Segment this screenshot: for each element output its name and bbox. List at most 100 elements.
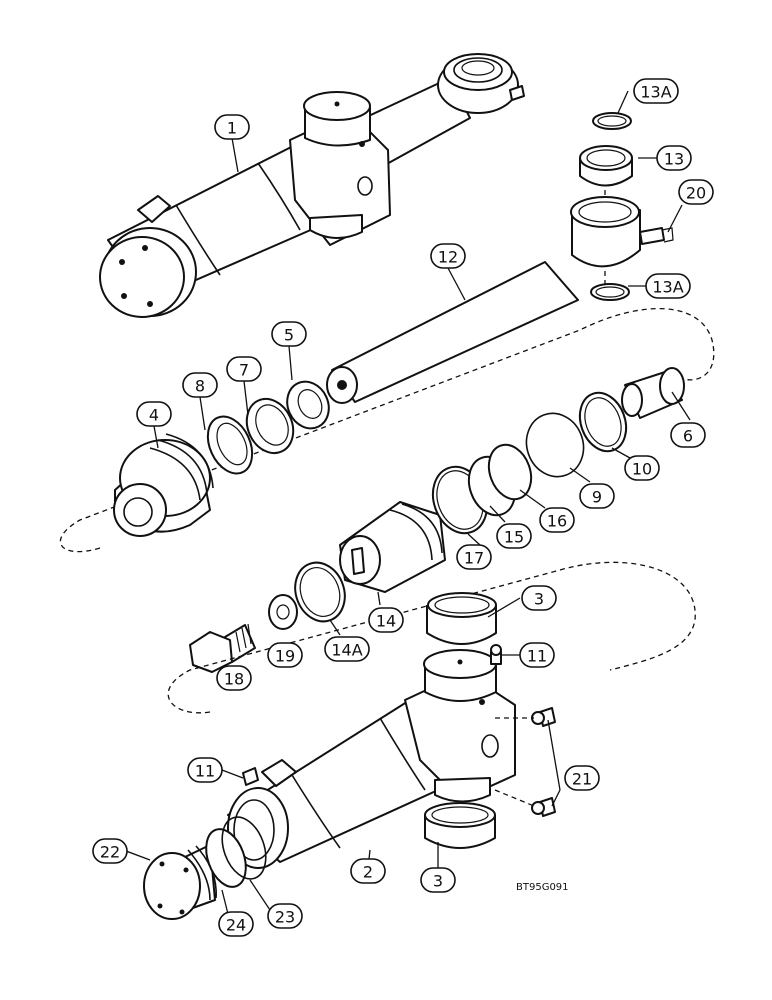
callout-label: 13A	[652, 278, 683, 297]
callout-c23: 23	[267, 903, 303, 929]
callout-c2: 2	[350, 858, 386, 884]
callout-c9: 9	[579, 483, 615, 509]
callout-label: 2	[363, 863, 373, 882]
callout-label: 20	[686, 184, 706, 203]
washer-19	[268, 594, 298, 630]
callout-label: 23	[275, 908, 295, 927]
callout-label: 21	[572, 770, 592, 789]
wiper-seal-8	[206, 415, 254, 475]
bolt-18	[189, 623, 256, 673]
callout-label: 15	[504, 528, 524, 547]
callout-box	[218, 911, 254, 937]
callout-c13a1: 13A	[633, 78, 679, 104]
leader-lines	[125, 90, 691, 923]
callout-box	[267, 642, 303, 668]
piston-rod-12	[326, 196, 674, 404]
pin-21-lower	[531, 797, 556, 817]
end-cap-22	[143, 844, 217, 920]
callout-c1: 1	[214, 114, 250, 140]
callout-c14: 14	[368, 607, 404, 633]
callout-label: 24	[226, 916, 246, 935]
seal-ring-14a	[294, 561, 346, 623]
callout-box	[670, 422, 706, 448]
callout-c13: 13	[656, 145, 692, 171]
callout-box	[368, 607, 404, 633]
callout-box	[420, 867, 456, 893]
callout-c5: 5	[271, 321, 307, 347]
callout-label: 10	[632, 460, 652, 479]
callout-label: 8	[195, 377, 205, 396]
callout-label: 4	[149, 406, 159, 425]
drawing-code: BT95G091	[516, 882, 569, 893]
callout-label: 13	[664, 150, 684, 169]
callout-c10: 10	[624, 455, 660, 481]
callout-box	[226, 356, 262, 382]
bushing-13	[579, 145, 633, 187]
callout-box	[350, 858, 386, 884]
callout-label: 14	[376, 612, 396, 631]
piston-14	[339, 501, 446, 593]
callout-c11b: 11	[187, 757, 223, 783]
callout-box	[187, 757, 223, 783]
gland-4	[113, 433, 214, 537]
callout-c18: 18	[216, 665, 252, 691]
callout-c21: 21	[564, 765, 600, 791]
callout-box	[521, 585, 557, 611]
callout-c13a2: 13A	[645, 273, 691, 299]
assembled-cylinder-top	[99, 53, 525, 318]
bushing-3-lower	[424, 802, 496, 849]
callout-label: 19	[275, 647, 295, 666]
callout-box	[324, 636, 370, 662]
callout-label: 18	[224, 670, 244, 689]
callout-box	[633, 78, 679, 104]
callout-box	[182, 372, 218, 398]
callout-box	[579, 483, 615, 509]
callout-label: 3	[433, 872, 443, 891]
callout-label: 13A	[640, 83, 671, 102]
callout-labels: 1233456789101111121313A13A1414A151617181…	[92, 78, 714, 937]
callout-box	[216, 665, 252, 691]
washer-5	[286, 380, 330, 430]
callout-c6: 6	[670, 422, 706, 448]
alignment-line-pin-lower	[494, 789, 535, 807]
bearing-6	[621, 367, 685, 419]
callout-box	[271, 321, 307, 347]
callout-c12: 12	[430, 243, 466, 269]
callout-box	[92, 838, 128, 864]
callout-c19: 19	[267, 642, 303, 668]
callout-c15: 15	[496, 523, 532, 549]
callout-box	[678, 179, 714, 205]
callout-label: 5	[284, 326, 294, 345]
callout-label: 12	[438, 248, 458, 267]
callout-c17: 17	[456, 544, 492, 570]
callout-box	[539, 507, 575, 533]
callout-box	[456, 544, 492, 570]
grease-fitting-11-upper	[490, 644, 502, 665]
snap-ring-13a-lower	[590, 283, 630, 301]
callout-c24: 24	[218, 911, 254, 937]
callout-box	[136, 401, 172, 427]
callout-c8: 8	[182, 372, 218, 398]
callout-label: 22	[100, 843, 120, 862]
callout-c11a: 11	[519, 642, 555, 668]
group-outline-barrel-components	[167, 561, 696, 714]
callout-box	[519, 642, 555, 668]
callout-label: 14A	[331, 641, 362, 660]
callout-box	[564, 765, 600, 791]
callout-label: 17	[464, 549, 484, 568]
bushing-3-upper	[426, 592, 497, 645]
callout-c3b: 3	[420, 867, 456, 893]
cylinder-barrel-bottom	[227, 649, 516, 869]
callout-box	[430, 243, 466, 269]
o-ring-9	[525, 412, 585, 478]
callout-box	[496, 523, 532, 549]
o-ring-23	[221, 816, 267, 880]
group-outline-rod-components	[59, 307, 715, 553]
callout-c3a: 3	[521, 585, 557, 611]
callout-label: 1	[227, 119, 237, 138]
callout-label: 16	[547, 512, 567, 531]
callout-box	[624, 455, 660, 481]
callout-label: 11	[527, 647, 547, 666]
callout-label: 6	[683, 427, 693, 446]
